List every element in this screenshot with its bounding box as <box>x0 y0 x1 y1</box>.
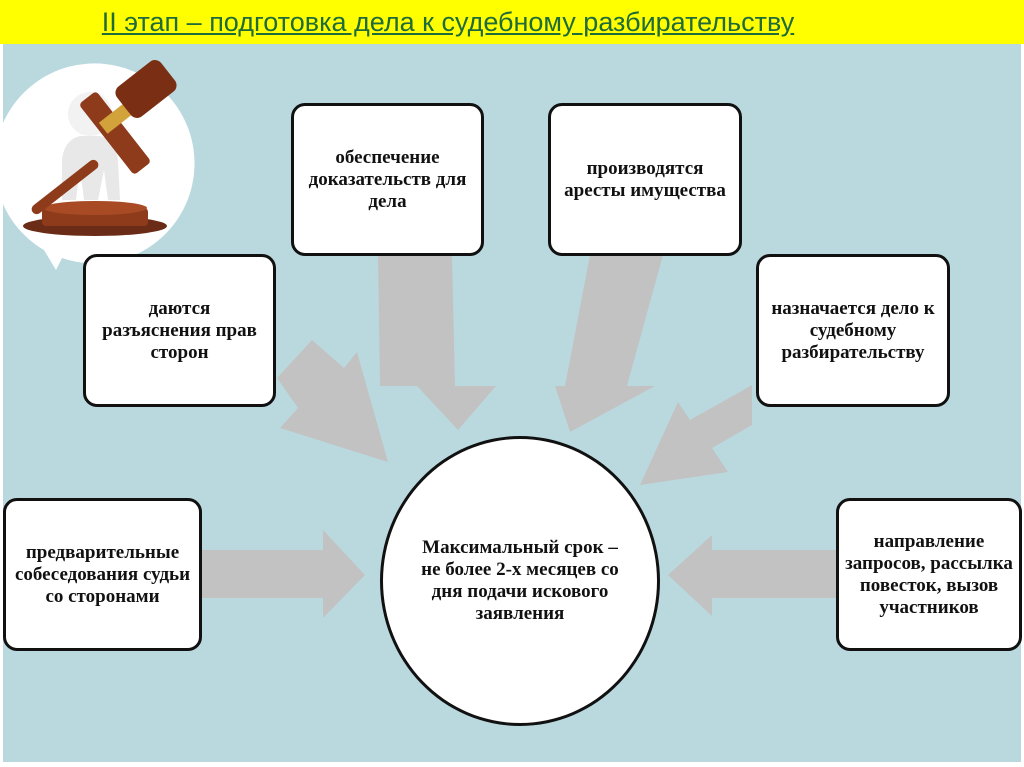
arrow-from-right-node <box>640 385 752 485</box>
arrow-from-top-left-node <box>378 255 496 430</box>
arrow-from-top-right-node <box>555 255 663 432</box>
node-evidence: обеспечение доказательств для дела <box>291 103 484 256</box>
node-property-arrest: производятся аресты имущества <box>548 103 742 256</box>
title-bar: II этап – подготовка дела к судебному ра… <box>0 0 1024 44</box>
node-hearing-assignment: назначается дело к судебному разбиратель… <box>756 254 950 407</box>
node-rights-explanation: даются разъяснения прав сторон <box>83 254 276 407</box>
arrow-from-bottom-left-node <box>200 530 365 618</box>
slide-title: II этап – подготовка дела к судебному ра… <box>101 6 795 37</box>
judge-gavel-figure-icon <box>0 60 195 270</box>
center-circle: Максимальный срок – не более 2-х месяцев… <box>380 436 660 726</box>
arrow-from-left-node <box>277 340 388 462</box>
arrow-from-bottom-right-node <box>668 535 838 616</box>
node-preliminary-interviews: предварительные собеседования судьи со с… <box>3 498 202 651</box>
node-requests-summons: направление запросов, рассылка повесток,… <box>836 498 1022 651</box>
